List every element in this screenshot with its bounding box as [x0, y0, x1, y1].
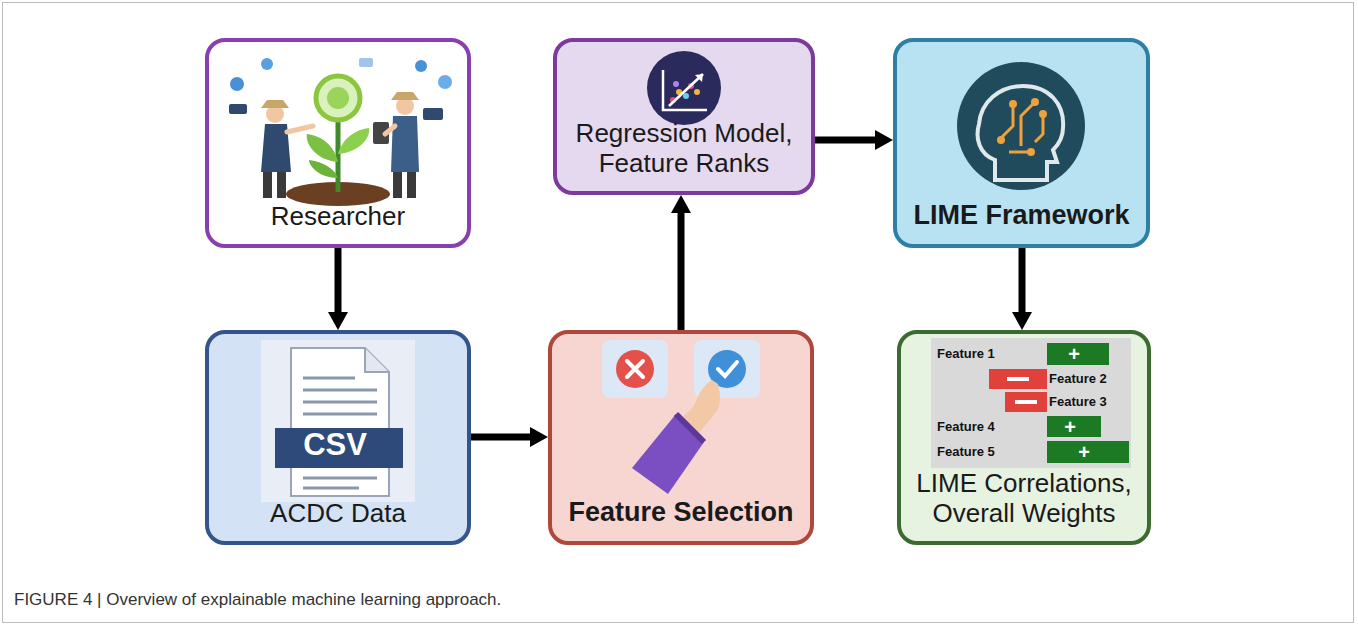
node-label: LIME Correlations, Overall Weights — [911, 468, 1137, 529]
feature-label: Feature 3 — [1049, 395, 1107, 408]
actor-box: Researcher — [205, 38, 471, 248]
file-type-label: CSV — [271, 429, 399, 460]
flow-arrow — [328, 248, 348, 330]
lime-brain-icon — [897, 42, 1146, 202]
flow-arrow — [671, 195, 691, 330]
csv-document-icon — [209, 334, 467, 506]
process-box: Regression Model, Feature Ranks — [553, 38, 815, 195]
data-box: ACDC Data CSV — [205, 330, 471, 545]
node-label: Regression Model, Feature Ranks — [567, 118, 801, 179]
feature-selection-icon — [552, 334, 810, 506]
feature-label: Feature 1 — [937, 347, 995, 360]
figure-caption: FIGURE 4 | Overview of explainable machi… — [14, 590, 501, 610]
feature-label: Feature 2 — [1049, 372, 1107, 385]
process-box: Feature Selection — [548, 330, 814, 545]
process-box: LIME Framework — [893, 38, 1150, 248]
node-label: ACDC Data — [270, 498, 406, 529]
node-label: LIME Framework — [913, 200, 1129, 232]
flow-arrow — [1012, 248, 1032, 330]
feature-label: Feature 4 — [937, 420, 995, 433]
researcher-illustration — [209, 42, 467, 214]
sign-label: + — [1043, 344, 1105, 364]
sign-label: + — [1043, 442, 1125, 462]
node-label: Researcher — [271, 201, 405, 232]
feature-label: Feature 5 — [937, 445, 995, 458]
output-box: LIME Correlations, Overall Weights Featur… — [897, 330, 1151, 545]
sign-label: + — [1043, 417, 1097, 437]
flow-arrow — [815, 130, 893, 150]
node-label: Feature Selection — [568, 497, 793, 529]
flow-arrow — [471, 427, 548, 447]
